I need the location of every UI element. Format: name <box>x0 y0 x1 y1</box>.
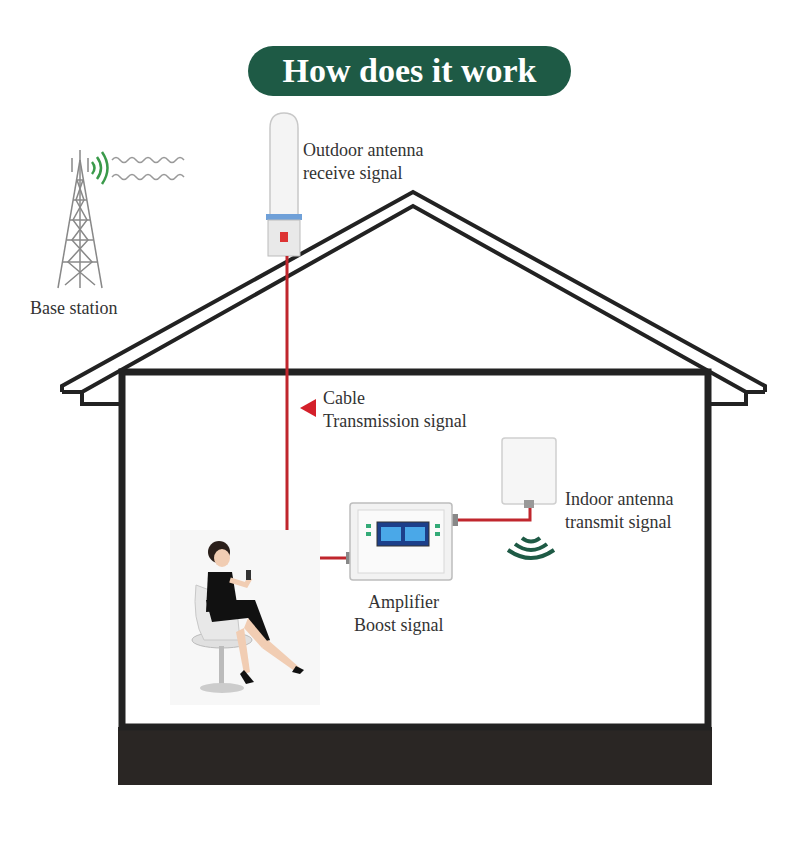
roof-inner <box>82 206 746 392</box>
house-wall <box>122 372 708 727</box>
eave-left <box>62 392 120 404</box>
caption-label: Cable <box>323 387 365 409</box>
base-station-tower <box>58 150 102 288</box>
caption-label: Base station <box>30 297 118 319</box>
caption-label: transmit signal <box>565 511 672 533</box>
floor <box>118 727 712 785</box>
caption-label: Amplifier <box>368 591 439 613</box>
caption-label: Indoor antenna <box>565 488 673 510</box>
tower-signal <box>92 152 108 184</box>
person-on-chair <box>170 530 320 705</box>
caption-label: Transmission signal <box>323 410 467 432</box>
indoor-signal <box>508 538 554 558</box>
title-pill: How does it work <box>248 46 571 96</box>
roof-outer <box>62 192 765 392</box>
cable <box>453 505 530 520</box>
title-text: How does it work <box>282 52 536 90</box>
indoor-antenna <box>502 438 556 508</box>
caption-label: Boost signal <box>354 614 444 636</box>
eave-right <box>710 392 765 404</box>
wave <box>112 175 184 180</box>
caption-label: receive signal <box>303 162 402 184</box>
caption-label: Outdoor antenna <box>303 139 423 161</box>
amplifier <box>346 503 458 580</box>
wave <box>112 158 184 163</box>
signal-arrow <box>300 399 316 417</box>
outdoor-antenna <box>266 113 302 256</box>
